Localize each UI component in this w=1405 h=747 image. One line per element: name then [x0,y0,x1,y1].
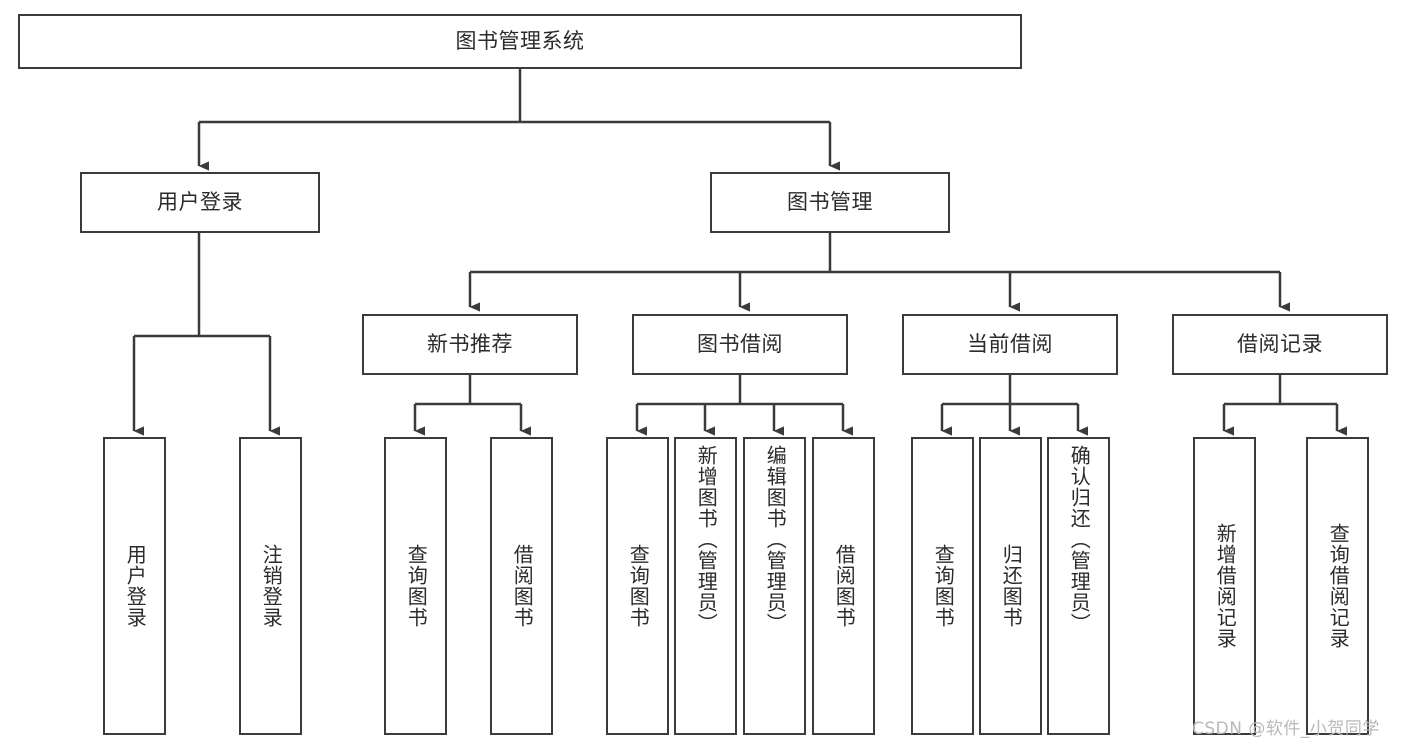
node-label: 用户登录 [157,190,243,215]
leaf-new-book-query-books[interactable]: 查询图书 [384,437,447,735]
node-current-borrowing[interactable]: 当前借阅 [902,314,1118,375]
node-label: 查询图书 [404,544,429,628]
node-label: 借阅图书 [832,544,857,628]
node-user-login[interactable]: 用户登录 [80,172,320,233]
node-label: 新书推荐 [427,332,513,357]
node-label: 图书管理 [787,190,873,215]
leaf-current-borrow-return-books[interactable]: 归还图书 [979,437,1042,735]
leaf-book-borrow-add-book-admin[interactable]: 新增图书（管理员） [674,437,737,735]
node-label: 编辑图书（管理员） [763,445,788,634]
node-new-book-recommendation[interactable]: 新书推荐 [362,314,578,375]
node-label: 借阅图书 [510,544,535,628]
leaf-borrow-record-add-record[interactable]: 新增借阅记录 [1193,437,1256,735]
node-label: 用户登录 [123,544,148,628]
leaf-book-borrow-edit-book-admin[interactable]: 编辑图书（管理员） [743,437,806,735]
node-label: 当前借阅 [967,332,1053,357]
leaf-book-borrow-borrow-books[interactable]: 借阅图书 [812,437,875,735]
node-label: 查询图书 [931,544,956,628]
node-label: 新增借阅记录 [1213,523,1238,649]
leaf-borrow-record-query-record[interactable]: 查询借阅记录 [1306,437,1369,735]
node-label: 注销登录 [259,544,284,628]
node-borrowing-record[interactable]: 借阅记录 [1172,314,1388,375]
leaf-user-login-login[interactable]: 用户登录 [103,437,166,735]
node-label: 图书借阅 [697,332,783,357]
node-label: 新增图书（管理员） [694,445,719,634]
csdn-watermark: CSDN @软件_小贺同学 [1192,719,1380,739]
leaf-new-book-borrow-books[interactable]: 借阅图书 [490,437,553,735]
leaf-current-borrow-query-books[interactable]: 查询图书 [911,437,974,735]
node-book-management[interactable]: 图书管理 [710,172,950,233]
node-label: 图书管理系统 [455,29,585,54]
node-label: 查询借阅记录 [1326,523,1351,649]
node-root-book-management-system[interactable]: 图书管理系统 [18,14,1022,69]
node-label: 归还图书 [999,544,1024,628]
node-label: 确认归还（管理员） [1067,445,1092,634]
leaf-current-borrow-confirm-return-admin[interactable]: 确认归还（管理员） [1047,437,1110,735]
node-label: 借阅记录 [1237,332,1323,357]
node-label: 查询图书 [626,544,651,628]
leaf-user-login-logout[interactable]: 注销登录 [239,437,302,735]
leaf-book-borrow-query-books[interactable]: 查询图书 [606,437,669,735]
node-book-borrowing[interactable]: 图书借阅 [632,314,848,375]
